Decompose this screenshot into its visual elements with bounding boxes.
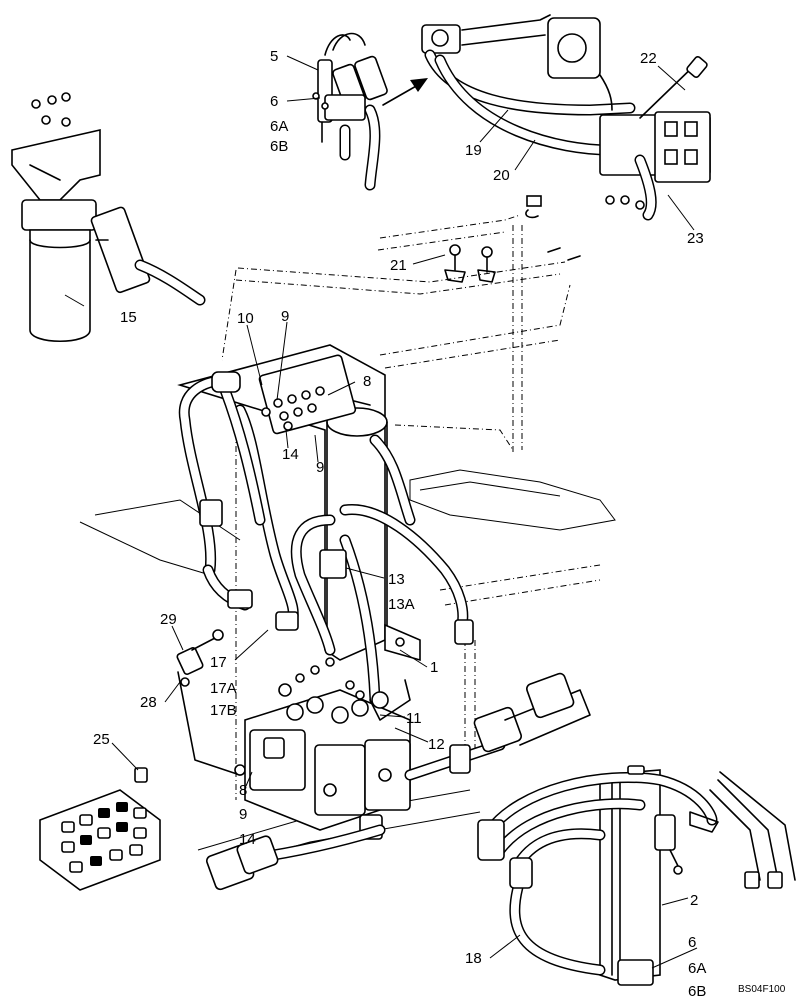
callout-6b-top: 6B — [270, 138, 288, 155]
callout-12: 12 — [428, 736, 445, 753]
lower-lines — [206, 672, 591, 891]
callout-20: 20 — [493, 167, 510, 184]
direction-arrow — [382, 78, 428, 106]
control-valve-assembly — [421, 14, 711, 221]
central-hoses — [178, 371, 474, 706]
callout-29: 29 — [160, 611, 177, 628]
top-valve-assembly — [312, 32, 388, 191]
callout-8-b: 8 — [239, 782, 247, 799]
callout-21: 21 — [390, 257, 407, 274]
callout-labels: 5 6 6A 6B 22 19 20 23 21 15 10 9 8 14 9 … — [93, 48, 786, 1000]
callout-23: 23 — [687, 230, 704, 247]
callout-6a-top: 6A — [270, 118, 288, 135]
callout-1: 1 — [430, 659, 438, 676]
callout-18: 18 — [465, 950, 482, 967]
callout-17: 17 — [210, 654, 227, 671]
callout-17b: 17B — [210, 702, 237, 719]
callout-2: 2 — [690, 892, 698, 909]
callout-14-b: 14 — [239, 831, 256, 848]
bracket-1 — [384, 623, 421, 662]
callout-13a: 13A — [388, 596, 415, 613]
valve-block — [244, 657, 411, 840]
callout-15: 15 — [120, 309, 137, 326]
hydraulic-reservoir — [177, 344, 388, 661]
callout-14-a: 14 — [282, 446, 299, 463]
callout-25: 25 — [93, 731, 110, 748]
leader-lines — [64, 55, 698, 969]
callout-8-a: 8 — [363, 373, 371, 390]
callout-6-bot: 6 — [688, 934, 696, 951]
callout-6-top: 6 — [270, 93, 278, 110]
callout-17a: 17A — [210, 680, 237, 697]
callout-13: 13 — [388, 571, 405, 588]
callout-11: 11 — [406, 710, 422, 727]
callout-9-c: 9 — [239, 806, 247, 823]
callout-6a-bot: 6A — [688, 960, 706, 977]
callout-6b-bot: 6B — [688, 983, 706, 1000]
switch-panel — [39, 767, 161, 891]
callout-10: 10 — [237, 310, 254, 327]
callout-28: 28 — [140, 694, 157, 711]
callout-5: 5 — [270, 48, 278, 65]
oil-cooler — [477, 765, 796, 986]
fasteners-21 — [444, 244, 581, 283]
pressure-switch — [176, 629, 246, 776]
callout-9-a: 9 — [281, 308, 289, 325]
callout-9-b: 9 — [316, 459, 324, 476]
clip-parts — [525, 195, 542, 219]
callout-19: 19 — [465, 142, 482, 159]
callout-22: 22 — [640, 50, 657, 67]
drawing-code: BS04F100 — [738, 984, 786, 995]
filter-assembly — [11, 92, 206, 343]
